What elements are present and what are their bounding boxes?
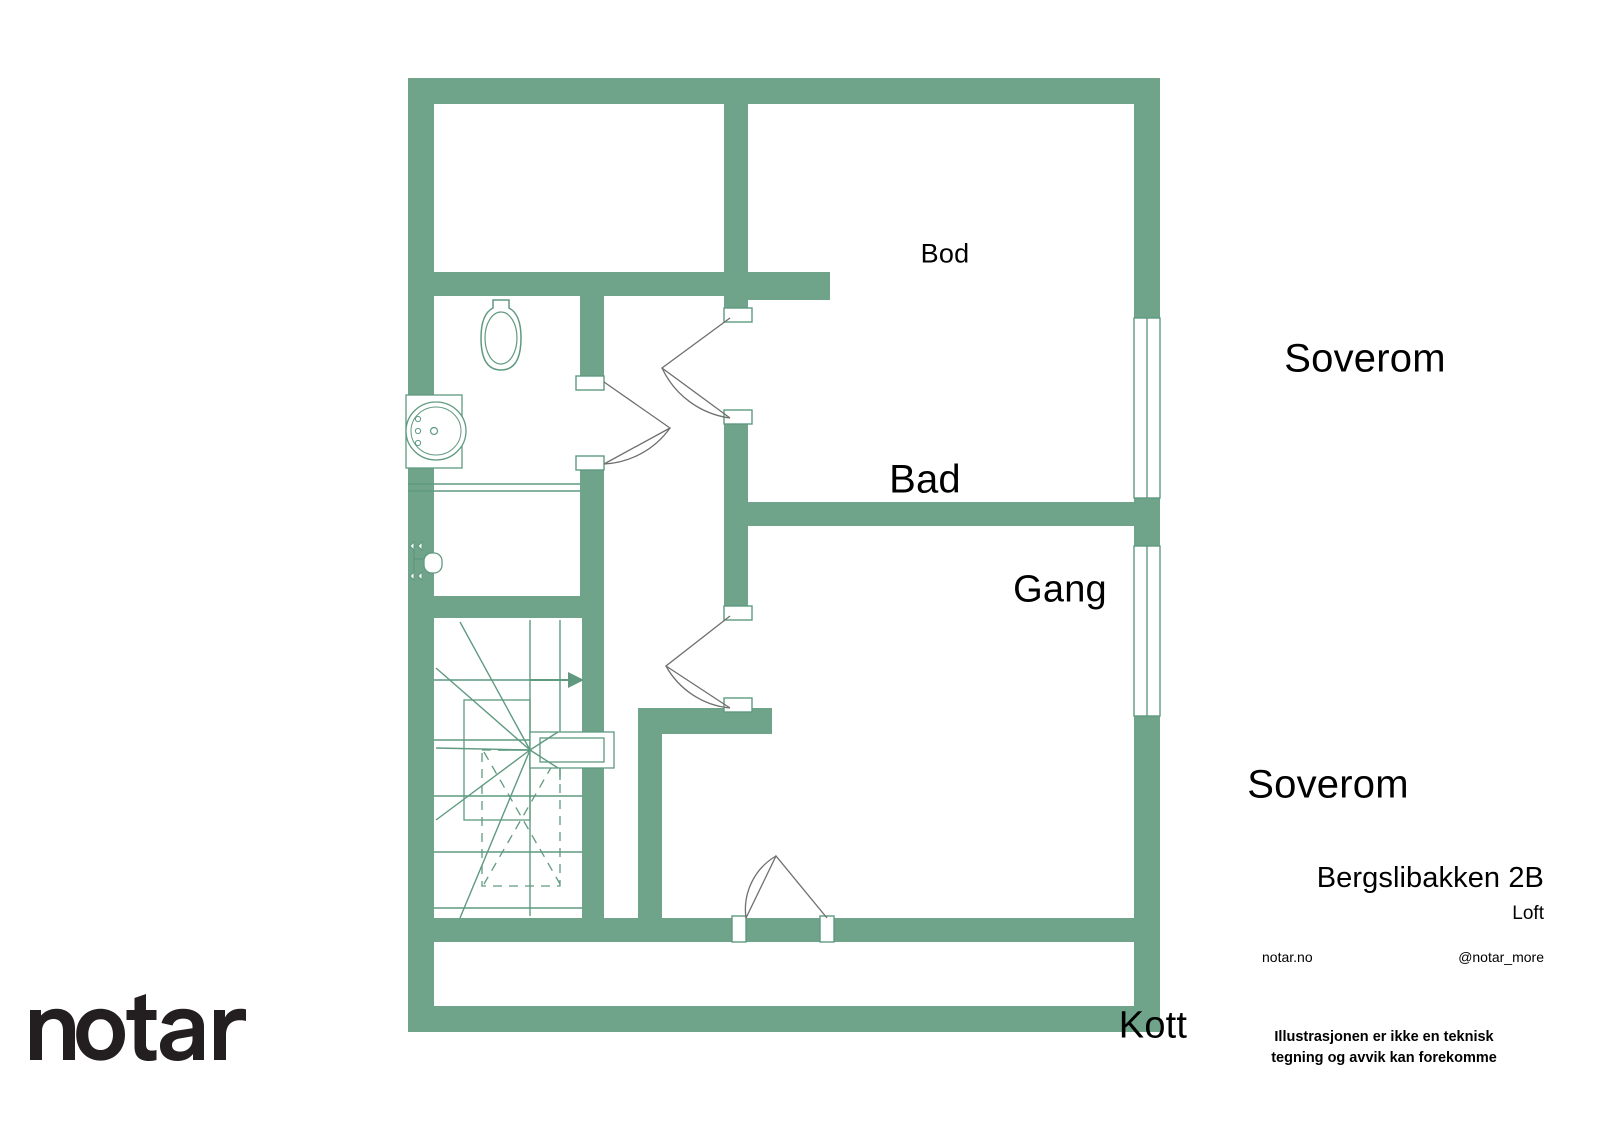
disclaimer-line-1: Illustrasjonen er ikke en teknisk [1274,1029,1494,1045]
door-bad [575,375,672,471]
wall-soverom-divider [748,502,1160,526]
wall-bad-right-upper [580,296,604,380]
wall-gang-right-mid [724,512,748,620]
wall-gang-right-upper [724,424,748,512]
window-group [1133,317,1161,717]
disclaimer-line-2: tegning og avvik kan forekomme [1271,1050,1497,1067]
notar-logo [28,988,258,1064]
wall-bod-right [724,78,748,300]
room-label-gang: Gang [1013,568,1107,611]
wall-exterior-bottom [408,1006,1160,1032]
window-lower-right [1133,545,1161,717]
property-address: Bergslibakken 2B [1316,862,1544,894]
wall-gang-right-lower [638,708,662,920]
sink-icon [405,394,467,469]
wall-kott-top [408,918,1160,942]
property-info-block: Bergslibakken 2B Loft notar.no @notar_mo… [1244,862,1544,965]
room-label-bod: Bod [920,238,970,269]
door-kott [731,854,835,943]
social-handle-link[interactable]: @notar_more [1458,949,1544,966]
toilet-icon [480,299,522,371]
property-floor: Loft [1512,903,1544,925]
shower-divider [408,483,580,492]
door-group [575,307,835,943]
shower-faucet-icon [409,540,443,582]
disclaimer-text: Illustrasjonen er ikke en teknisk tegnin… [1224,1027,1544,1069]
fixture-group [405,299,580,582]
brand-links: notar.no @notar_more [1244,949,1544,965]
wall-bod-bottom [408,272,748,296]
wall-stair-top [408,596,604,618]
wall-bad-right-lower [580,464,604,608]
floor-plan-svg [405,78,1161,1032]
notar-logo-wordmark [30,994,246,1061]
door-soverom-lower [664,605,753,713]
floor-plan-drawing: Bod Bad Gang Soverom Soverom Kott [380,60,1446,1050]
window-upper-right [1133,317,1161,499]
door-soverom-upper [660,307,753,425]
stair-up-arrow-icon [568,672,584,688]
wall-exterior-top [408,78,1160,104]
room-label-soverom-upper: Soverom [1284,336,1446,381]
room-label-soverom-lower: Soverom [1247,762,1409,807]
staircase [434,620,615,919]
room-label-kott: Kott [1118,1004,1188,1047]
website-link[interactable]: notar.no [1262,949,1313,966]
room-label-bad: Bad [889,457,961,502]
